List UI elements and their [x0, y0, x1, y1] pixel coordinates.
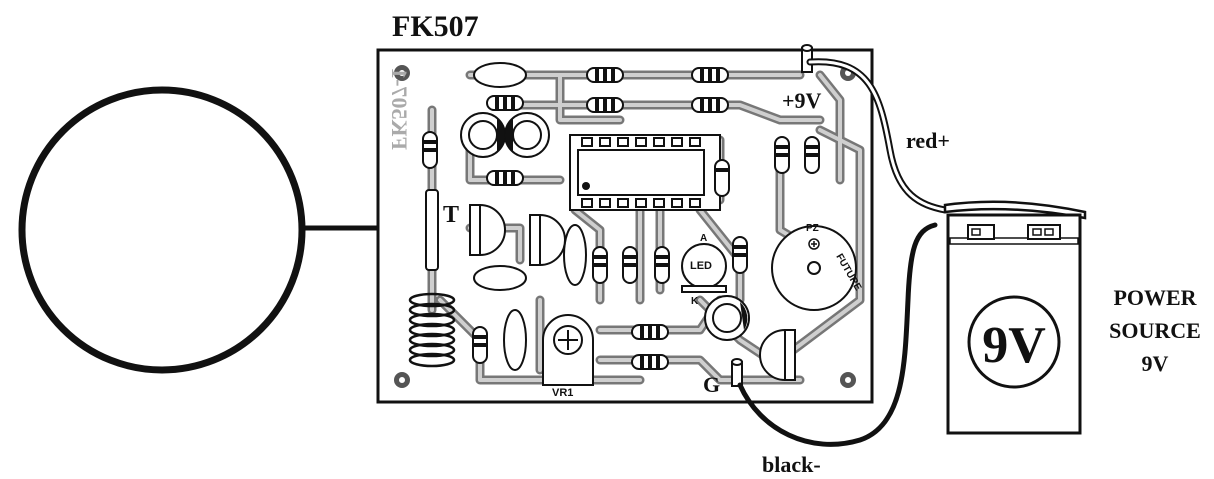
- resistors-horizontal: [486, 67, 729, 370]
- transistors: [469, 203, 796, 382]
- pz-label: PZ: [806, 223, 819, 234]
- battery-face-label: 9V: [982, 317, 1046, 374]
- power-source-line-1: POWER: [1113, 285, 1197, 310]
- ceramic-capacitors: [473, 62, 587, 371]
- resistors-vertical: [422, 131, 820, 364]
- black-wire-label: black-: [762, 452, 821, 477]
- red-wire: [808, 60, 947, 212]
- vr1-label: VR1: [552, 387, 573, 399]
- power-source-line-3: 9V: [1142, 351, 1169, 376]
- terminal-ground: [731, 358, 743, 387]
- board-title: FK507: [392, 10, 479, 43]
- led-cathode-label: K: [691, 296, 699, 307]
- g-label: G: [703, 372, 720, 397]
- t-label: T: [443, 202, 459, 228]
- coil-inductor: [408, 292, 456, 368]
- silkscreen-id: FK507-1: [387, 68, 412, 150]
- led: [681, 243, 727, 293]
- touch-plate: [18, 86, 306, 374]
- battery-9v: [943, 200, 1087, 435]
- red-wire-label: red+: [906, 128, 950, 153]
- ic-chip: [569, 134, 721, 211]
- electrolytic-capacitors: [460, 112, 750, 341]
- black-wire: [737, 222, 938, 447]
- power-source-line-2: SOURCE: [1109, 318, 1201, 343]
- plus-9v-label: +9V: [782, 88, 822, 113]
- led-anode-label: A: [700, 233, 707, 244]
- piezo-buzzer: [771, 225, 857, 311]
- led-label: LED: [690, 260, 712, 272]
- trimmer-vr1: [542, 314, 594, 386]
